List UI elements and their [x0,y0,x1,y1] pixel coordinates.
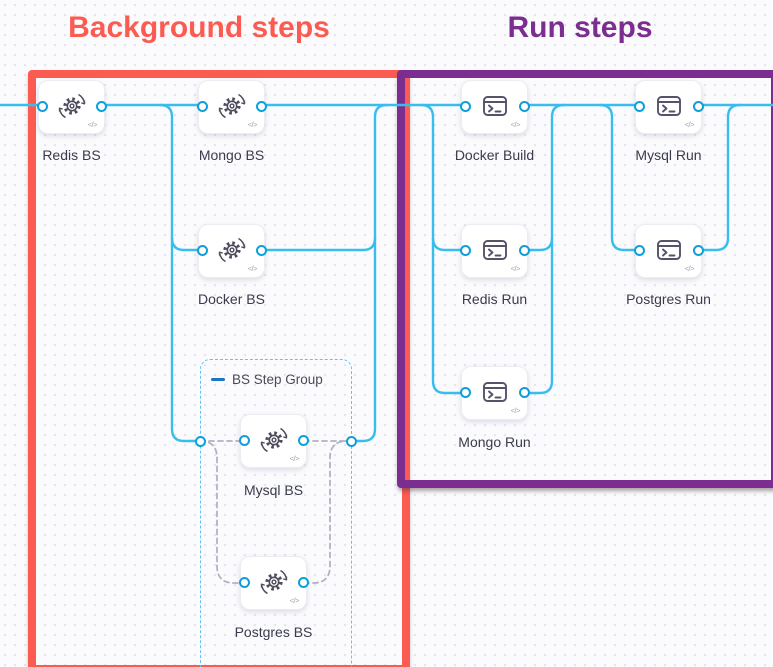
port-out[interactable] [255,100,267,112]
step-node-docker-bs[interactable]: </> [196,224,267,278]
code-icon: </> [247,264,258,273]
port-out[interactable] [255,244,267,256]
sync-gear-icon [56,90,88,122]
port-in[interactable] [459,386,471,398]
bs-step-group-label: BS Step Group [232,372,323,387]
port-out[interactable] [692,100,704,112]
port-out[interactable] [95,100,107,112]
step-node-mongo-run[interactable]: </> [459,366,530,420]
step-node-redis-run[interactable]: </> [459,224,530,278]
step-node-mysql-bs[interactable]: </> [238,414,309,468]
code-icon: </> [289,596,300,605]
step-node-redis-bs[interactable]: </> [36,80,107,134]
bs-step-group-header: BS Step Group [211,372,323,387]
code-icon: </> [510,120,521,129]
sync-gear-icon [216,90,248,122]
step-label-redis-run: Redis Run [461,291,528,307]
background-steps-box [28,70,410,667]
background-steps-title: Background steps [68,11,330,44]
step-label-postgres-run: Postgres Run [626,291,711,307]
code-icon: </> [684,264,695,273]
step-label-mongo-run: Mongo Run [458,434,531,450]
collapse-dash-icon[interactable] [211,377,225,382]
code-icon: </> [510,406,521,415]
port-out[interactable] [518,386,530,398]
sync-gear-icon [258,566,290,598]
port-out[interactable] [518,100,530,112]
step-label-mongo-bs: Mongo BS [198,147,265,163]
terminal-icon [653,90,685,122]
port-out[interactable] [297,576,309,588]
step-node-postgres-run[interactable]: </> [633,224,704,278]
run-steps-box [397,70,773,488]
step-node-mongo-bs[interactable]: </> [196,80,267,134]
step-label-postgres-bs: Postgres BS [234,624,313,640]
port-in[interactable] [633,100,645,112]
terminal-icon [479,234,511,266]
step-node-mysql-run[interactable]: </> [633,80,704,134]
step-node-docker-build[interactable]: </> [459,80,530,134]
step-label-redis-bs: Redis BS [42,147,101,163]
step-label-docker-bs: Docker BS [198,291,265,307]
port-in[interactable] [238,434,250,446]
bs-step-group-region[interactable] [200,359,352,667]
terminal-icon [653,234,685,266]
step-node-postgres-bs[interactable]: </> [238,556,309,610]
terminal-icon [479,376,511,408]
code-icon: </> [510,264,521,273]
port-in[interactable] [238,576,250,588]
code-icon: </> [247,120,258,129]
step-label-docker-build: Docker Build [454,147,535,163]
code-icon: </> [684,120,695,129]
run-steps-title: Run steps [507,11,653,44]
group-port-out[interactable] [345,435,357,447]
port-out[interactable] [692,244,704,256]
port-in[interactable] [459,100,471,112]
port-out[interactable] [518,244,530,256]
code-icon: </> [289,454,300,463]
port-out[interactable] [297,434,309,446]
port-in[interactable] [633,244,645,256]
step-label-mysql-run: Mysql Run [635,147,702,163]
sync-gear-icon [216,234,248,266]
terminal-icon [479,90,511,122]
step-label-mysql-bs: Mysql BS [243,482,304,498]
port-in[interactable] [196,100,208,112]
port-in[interactable] [196,244,208,256]
group-port-in[interactable] [194,435,206,447]
sync-gear-icon [258,424,290,456]
code-icon: </> [87,120,98,129]
port-in[interactable] [459,244,471,256]
port-in[interactable] [36,100,48,112]
